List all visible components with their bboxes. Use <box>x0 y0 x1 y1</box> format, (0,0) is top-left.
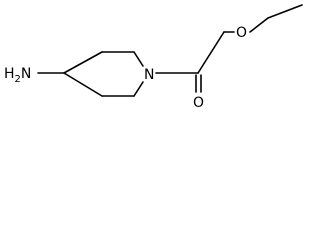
bond-ether-o-ch2 <box>249 17 269 33</box>
ether-oxygen-label: O <box>236 25 247 41</box>
bond-carbonyl-ch2 <box>197 31 225 74</box>
bond-c4-c3 <box>63 51 103 74</box>
amine-label: H2N <box>4 66 31 85</box>
bond-ethyl-ch2-ch3 <box>267 4 303 19</box>
bond-c5-c4 <box>63 72 103 97</box>
bond-n1-c6 <box>133 81 144 97</box>
chemical-structure: H2N N O O <box>4 4 303 111</box>
ring-nitrogen-label: N <box>144 67 154 83</box>
bond-c2-n1 <box>133 51 144 67</box>
carbonyl-oxygen-label: O <box>193 95 204 111</box>
